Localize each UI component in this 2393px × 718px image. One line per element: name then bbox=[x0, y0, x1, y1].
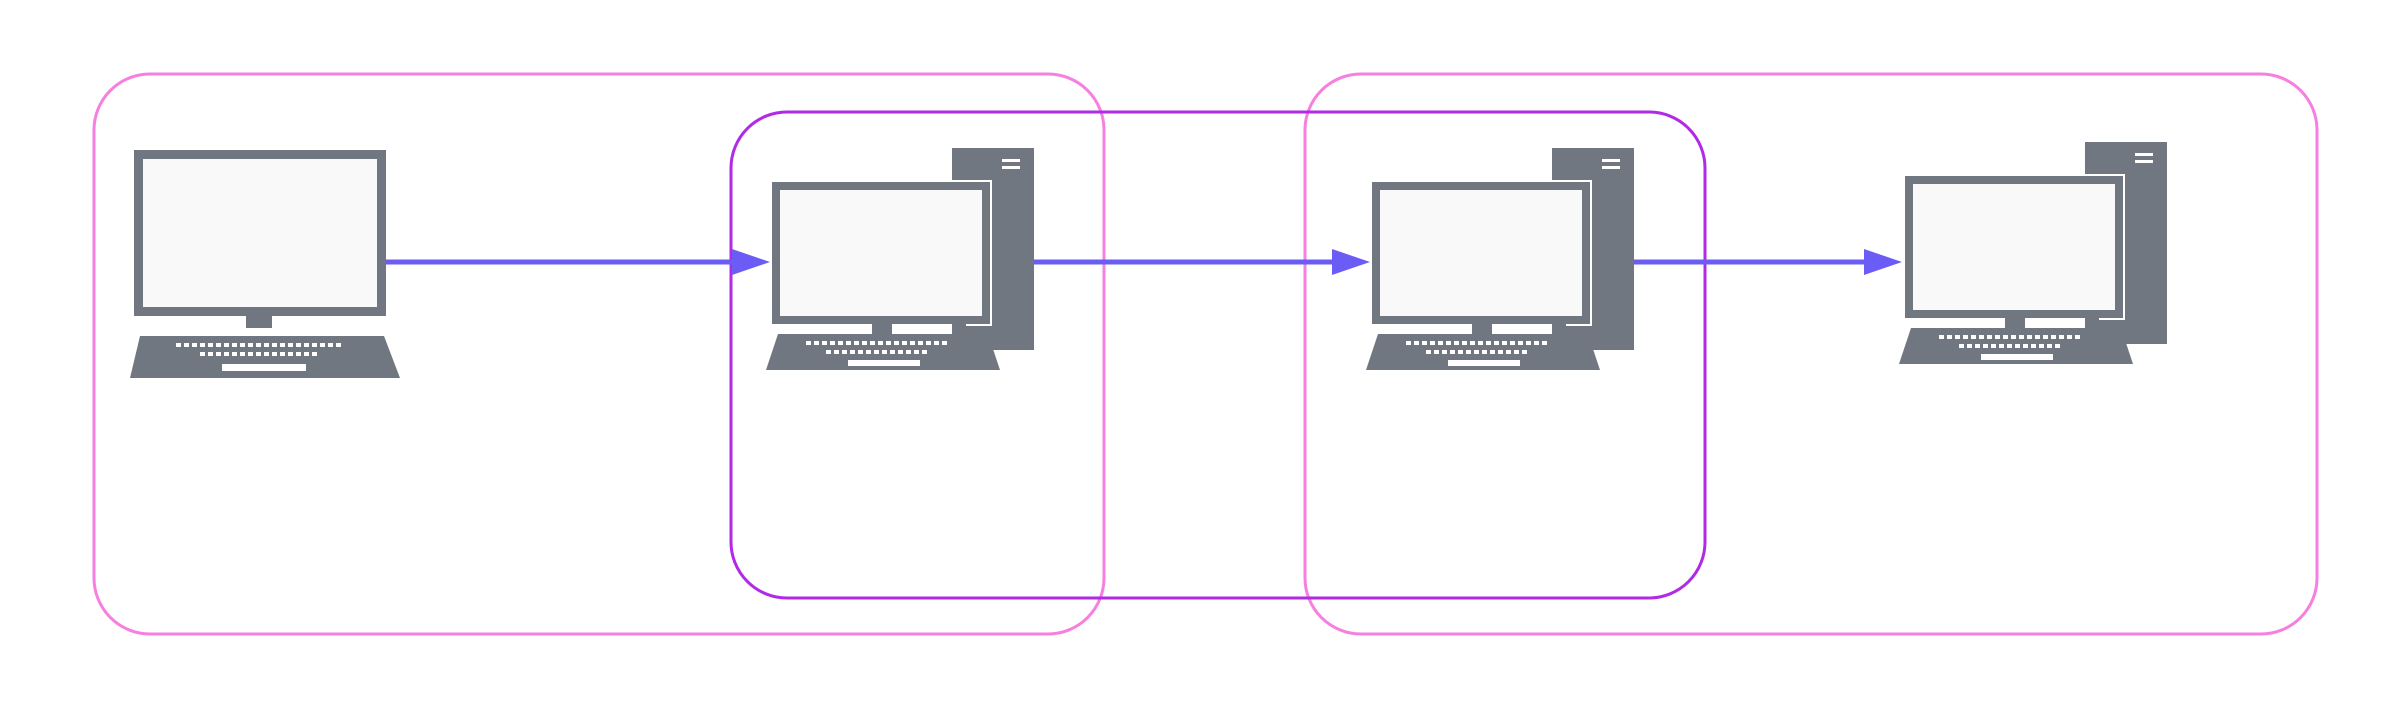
desktop-computer-icon bbox=[1899, 142, 2167, 364]
edge-arrowhead-1 bbox=[732, 249, 770, 275]
laptop-icon bbox=[130, 150, 400, 378]
outer-group-left bbox=[92, 72, 1106, 636]
desktop-computer-icon bbox=[766, 148, 1034, 370]
desktop-computer-icon bbox=[1366, 148, 1634, 370]
edge-arrowhead-2 bbox=[1332, 249, 1370, 275]
inner-group-middle bbox=[729, 110, 1707, 600]
outer-group-right bbox=[1303, 72, 2319, 636]
edge-arrowhead-3 bbox=[1864, 249, 1902, 275]
